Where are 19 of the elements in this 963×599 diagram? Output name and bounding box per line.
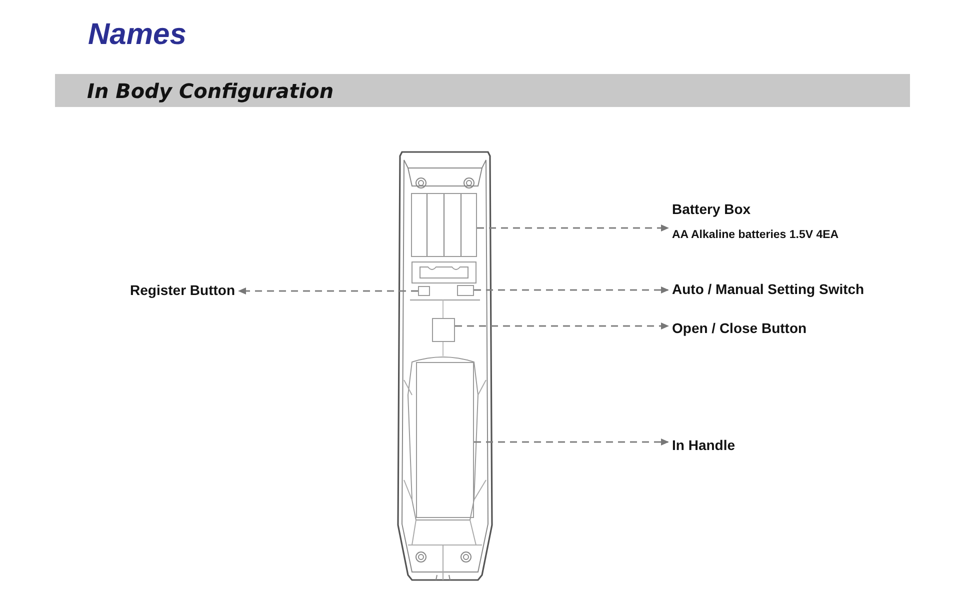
leader-line [477, 224, 669, 232]
part-note: AA Alkaline batteries 1.5V 4EA [672, 229, 839, 241]
part-label: Open / Close Button [672, 320, 807, 336]
section-heading: In Body Configuration [87, 79, 334, 103]
battery-compartment [411, 193, 477, 257]
part-label: In Handle [672, 437, 736, 453]
register-button [418, 286, 430, 296]
open-close-button [432, 318, 455, 342]
leader-line [455, 322, 669, 330]
leader-line [474, 286, 669, 294]
handle [416, 362, 474, 518]
leader-line [238, 288, 418, 294]
part-label: Register Button [130, 282, 235, 298]
leader-line [474, 438, 669, 446]
part-label: Battery Box [672, 201, 752, 217]
page-title: Names [88, 18, 186, 52]
section-band [55, 74, 910, 107]
mode-switch [457, 285, 474, 296]
part-label: Auto / Manual Setting Switch [672, 281, 864, 297]
